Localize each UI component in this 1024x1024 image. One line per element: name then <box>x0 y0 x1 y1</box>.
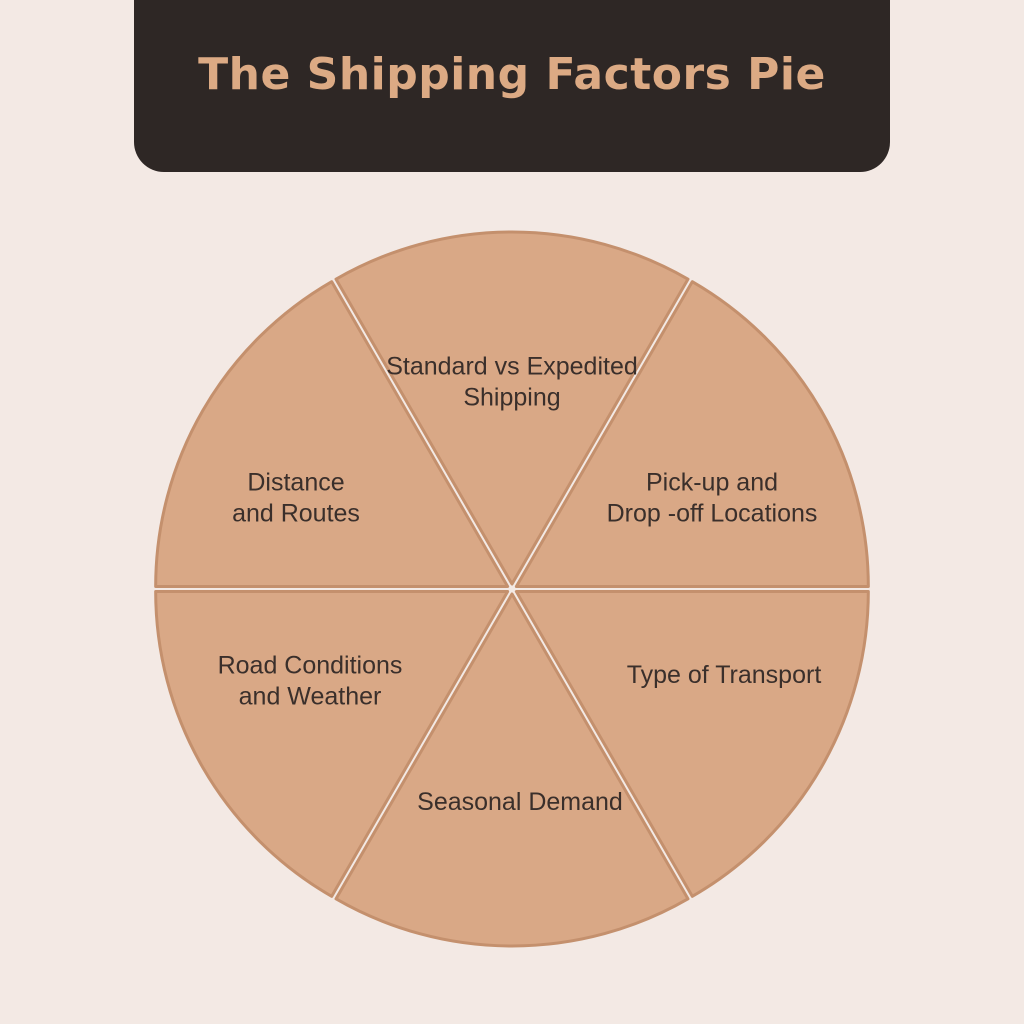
slice-label: Road Conditions and Weather <box>218 652 403 711</box>
slice-label: Seasonal Demand <box>417 788 623 816</box>
slice-label-line: Road Conditions <box>218 652 403 680</box>
slice-label-line: and Weather <box>239 683 382 711</box>
pie-slice <box>334 230 690 586</box>
slice-label-line: Type of Transport <box>627 661 822 689</box>
pie-slice <box>514 590 870 898</box>
slice-label-line: Drop -off Locations <box>607 500 818 528</box>
slice-label-line: Standard vs Expedited <box>386 353 638 381</box>
title-banner: The Shipping Factors Pie <box>134 0 890 172</box>
slice-label-line: Distance <box>247 469 344 497</box>
slice-label: Type of Transport <box>627 661 822 689</box>
pie-slices <box>154 230 870 948</box>
slice-label-line: and Routes <box>232 500 360 528</box>
slice-label-line: Seasonal Demand <box>417 788 623 816</box>
slice-label: Distance and Routes <box>232 469 360 528</box>
slice-label-line: Pick-up and <box>646 469 778 497</box>
pie-slice <box>154 280 510 588</box>
page-title: The Shipping Factors Pie <box>198 48 826 100</box>
pie-slice <box>334 592 690 948</box>
slice-label-line: Shipping <box>463 384 560 412</box>
pie-slice <box>514 280 870 588</box>
pie-slice <box>154 590 510 898</box>
